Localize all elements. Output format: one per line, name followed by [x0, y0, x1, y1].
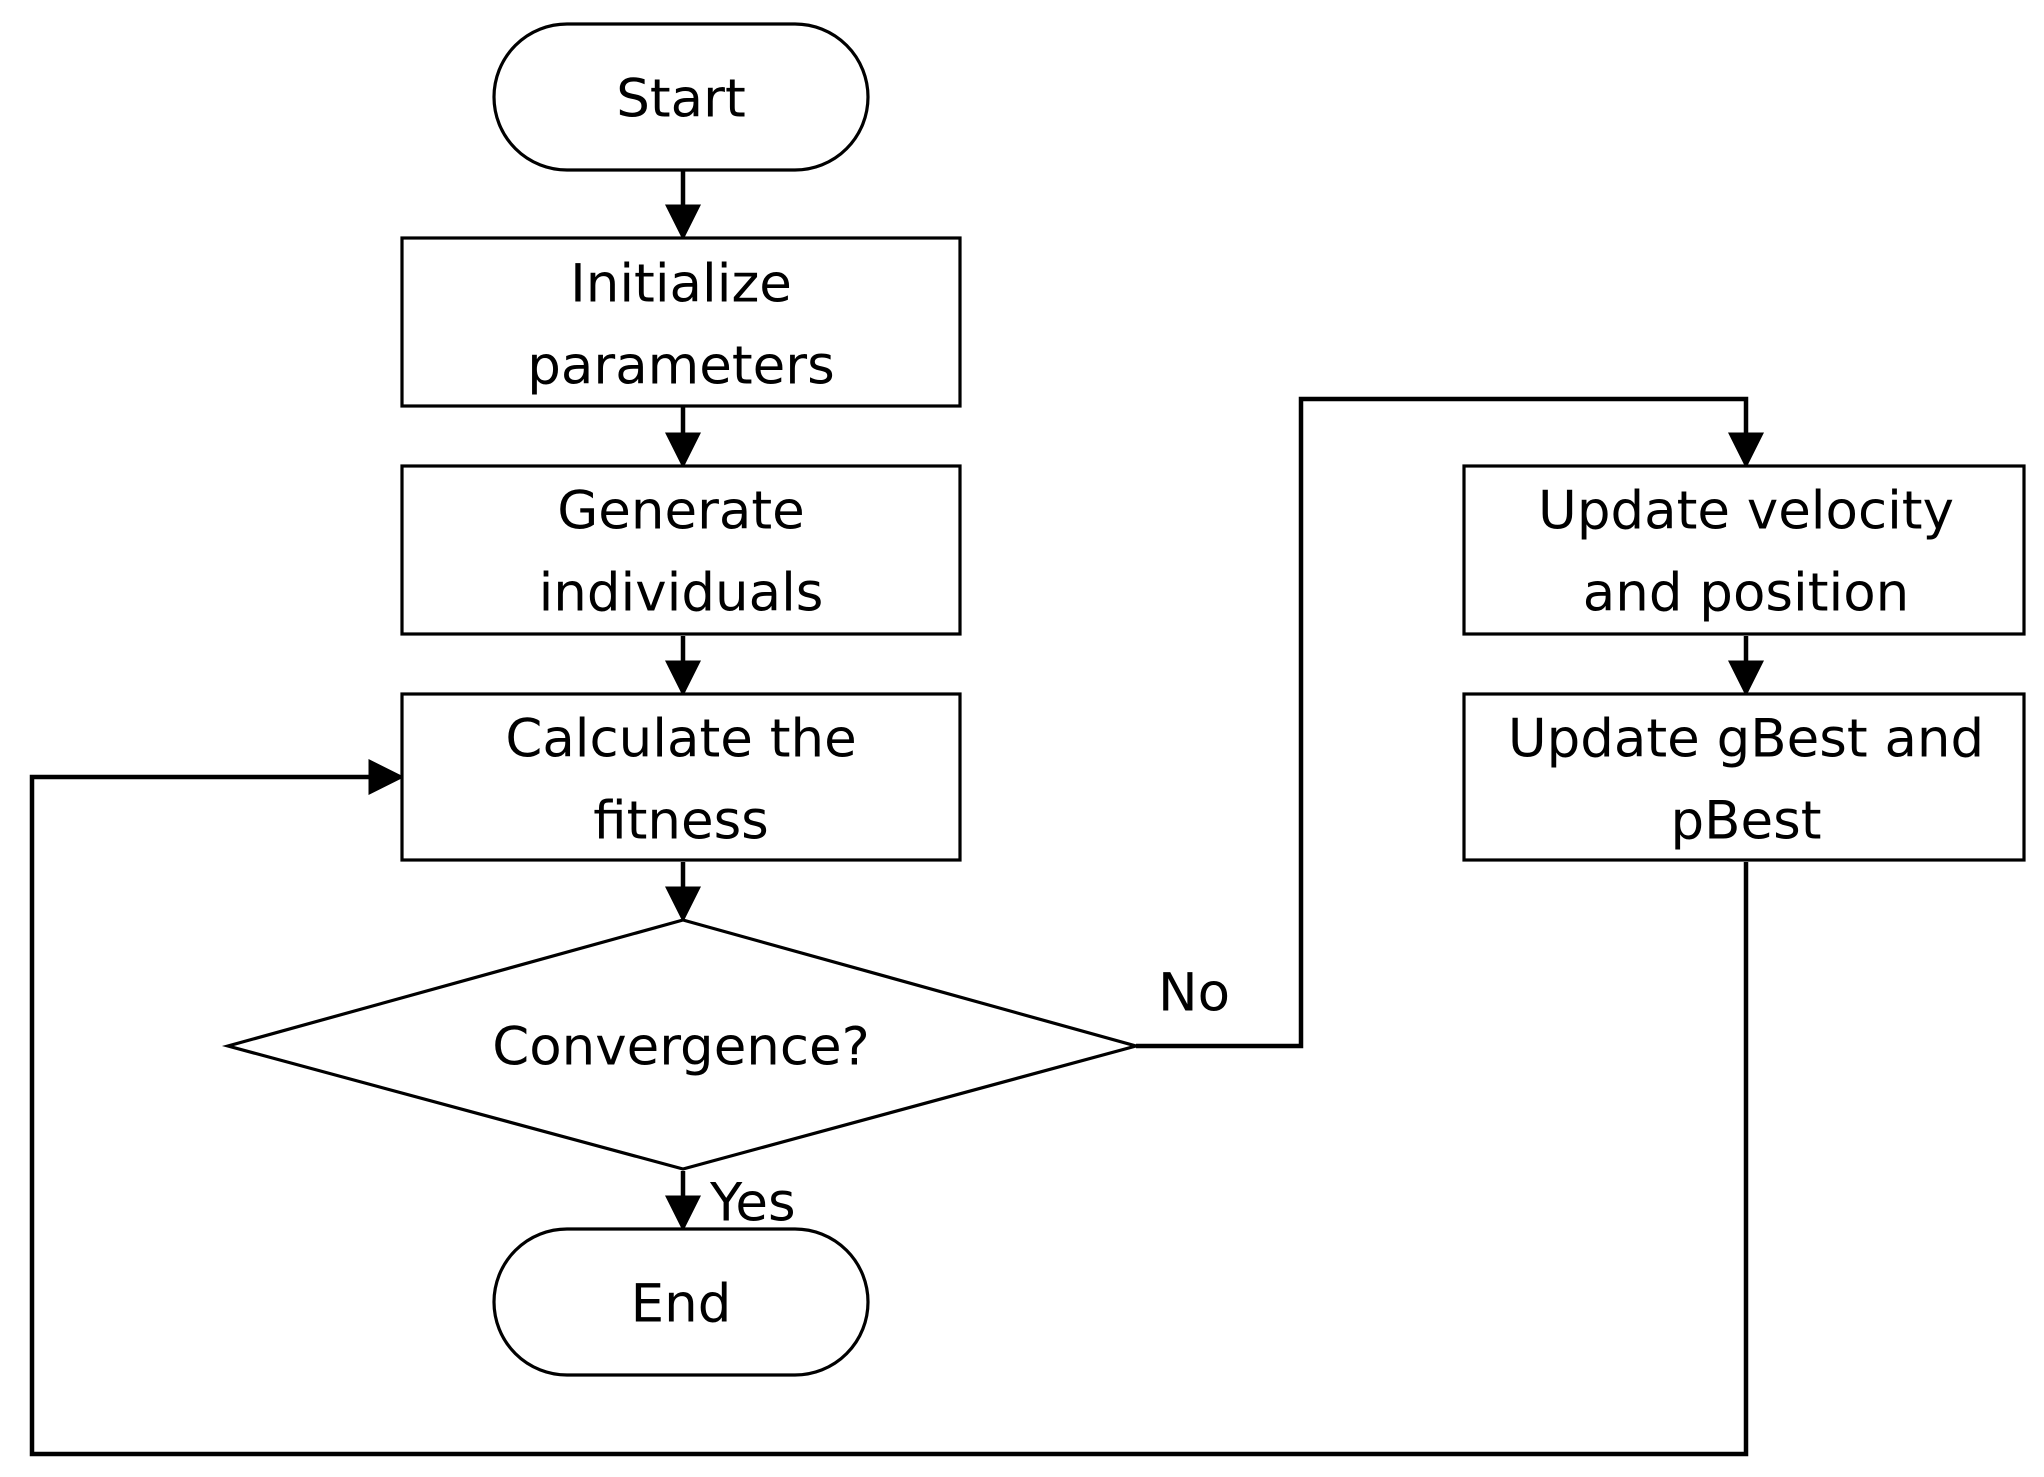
- update-velocity-process-shape: [1462, 464, 2026, 636]
- connectors: [29, 171, 1764, 1457]
- arrow-update-best-loop-to-fitness: [29, 759, 1749, 1457]
- update-best-label-line1: Update gBest and: [1508, 709, 1984, 770]
- fitness-label-line1: Calculate the: [505, 709, 856, 770]
- edge-label-no: No: [1158, 963, 1230, 1024]
- update-velocity-label-line1: Update velocity: [1538, 481, 1954, 542]
- generate-label-line2: individuals: [539, 563, 824, 624]
- update-best-process-shape: [1462, 692, 2026, 862]
- node-convergence-decision: Convergence?: [221, 918, 1143, 1171]
- generate-label-line1: Generate: [557, 481, 805, 542]
- fitness-process-shape: [400, 692, 962, 862]
- initialize-process-shape: [400, 236, 962, 408]
- update-best-label-line2: pBest: [1670, 791, 1821, 852]
- generate-process-shape: [400, 464, 962, 636]
- update-velocity-label-line2: and position: [1583, 563, 1910, 624]
- start-label: Start: [616, 69, 745, 130]
- end-terminal-shape: [492, 1227, 870, 1377]
- node-initialize-parameters: Initialize parameters: [400, 236, 962, 408]
- initialize-label-line2: parameters: [527, 336, 834, 397]
- node-update-velocity-position: Update velocity and position: [1462, 464, 2026, 636]
- node-generate-individuals: Generate individuals: [400, 464, 962, 636]
- node-update-gbest-pbest: Update gBest and pBest: [1462, 692, 2026, 862]
- decision-label: Convergence?: [492, 1017, 870, 1078]
- node-start: Start: [492, 22, 870, 172]
- arrow-decision-no-to-update-velocity: [1136, 396, 1764, 1049]
- end-label: End: [631, 1274, 732, 1335]
- node-calculate-fitness: Calculate the fitness: [400, 692, 962, 862]
- decision-diamond-shape: [221, 918, 1143, 1171]
- start-terminal-shape: [492, 22, 870, 172]
- fitness-label-line2: fitness: [593, 791, 769, 852]
- node-end: End: [492, 1227, 870, 1377]
- initialize-label-line1: Initialize: [570, 254, 792, 315]
- edge-label-yes: Yes: [709, 1173, 796, 1234]
